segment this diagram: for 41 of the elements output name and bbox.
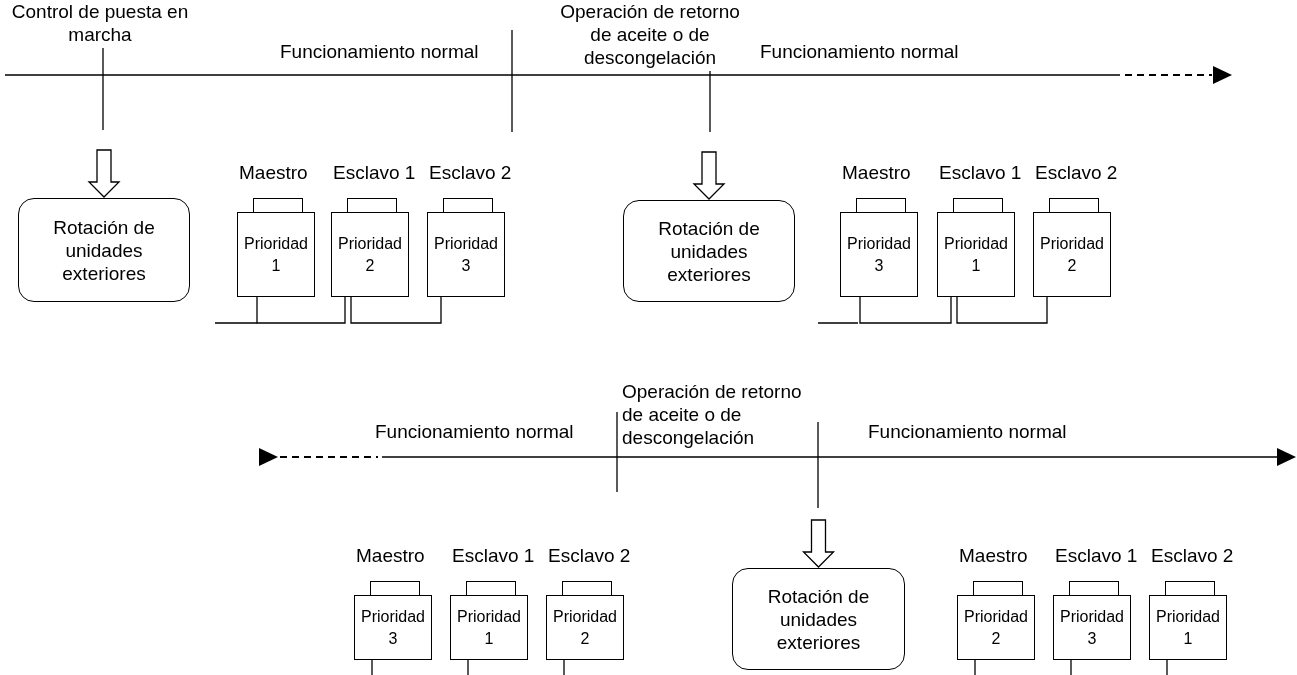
outdoor-unit-box: Prioridad 3: [427, 212, 505, 297]
rounded-process-box: Rotación de unidades exteriores: [623, 200, 795, 302]
pipe-line: [859, 296, 952, 324]
outdoor-unit-box: Prioridad 2: [1033, 212, 1111, 297]
unit-label: Esclavo 2: [548, 545, 631, 567]
unit-label: Esclavo 1: [452, 545, 535, 567]
unit-label: Esclavo 2: [1151, 545, 1234, 567]
pipe-line: [956, 296, 1048, 324]
unit-label: Esclavo 1: [939, 162, 1022, 184]
phase-label: Funcionamiento normal: [280, 40, 480, 63]
outdoor-unit-box: Prioridad 1: [1149, 595, 1227, 660]
unit-label: Maestro: [959, 545, 1028, 567]
pipe-line: [350, 296, 442, 324]
outdoor-unit-box: Prioridad 3: [354, 595, 432, 660]
phase-label: Control de puesta en marcha: [10, 0, 190, 46]
outdoor-unit-box: Prioridad 1: [237, 212, 315, 297]
hollow-arrow: [692, 151, 726, 200]
outdoor-unit-box: Prioridad 2: [331, 212, 409, 297]
outdoor-unit-box: Prioridad 3: [1053, 595, 1131, 660]
phase-label: Funcionamiento normal: [760, 40, 960, 63]
outdoor-unit-box: Prioridad 1: [937, 212, 1015, 297]
rounded-process-box: Rotación de unidades exteriores: [732, 568, 905, 670]
pipe-line: [256, 296, 346, 324]
phase-label: Operación de retorno de aceite o de descongelación: [559, 0, 741, 69]
hollow-arrow: [801, 519, 836, 568]
outdoor-unit-box: Prioridad 3: [840, 212, 918, 297]
hollow-arrow: [87, 149, 121, 198]
unit-label: Esclavo 2: [1035, 162, 1118, 184]
unit-label: Maestro: [239, 162, 308, 184]
unit-label: Esclavo 2: [429, 162, 512, 184]
unit-label: Maestro: [842, 162, 911, 184]
unit-label: Esclavo 1: [333, 162, 416, 184]
outdoor-unit-box: Prioridad 1: [450, 595, 528, 660]
unit-label: Esclavo 1: [1055, 545, 1138, 567]
phase-label: Operación de retorno de aceite o de descongelación: [622, 380, 803, 449]
outdoor-unit-box: Prioridad 2: [546, 595, 624, 660]
phase-label: Funcionamiento normal: [868, 420, 1068, 443]
rounded-process-box: Rotación de unidades exteriores: [18, 198, 190, 302]
phase-label: Funcionamiento normal: [375, 420, 575, 443]
outdoor-unit-box: Prioridad 2: [957, 595, 1035, 660]
unit-label: Maestro: [356, 545, 425, 567]
